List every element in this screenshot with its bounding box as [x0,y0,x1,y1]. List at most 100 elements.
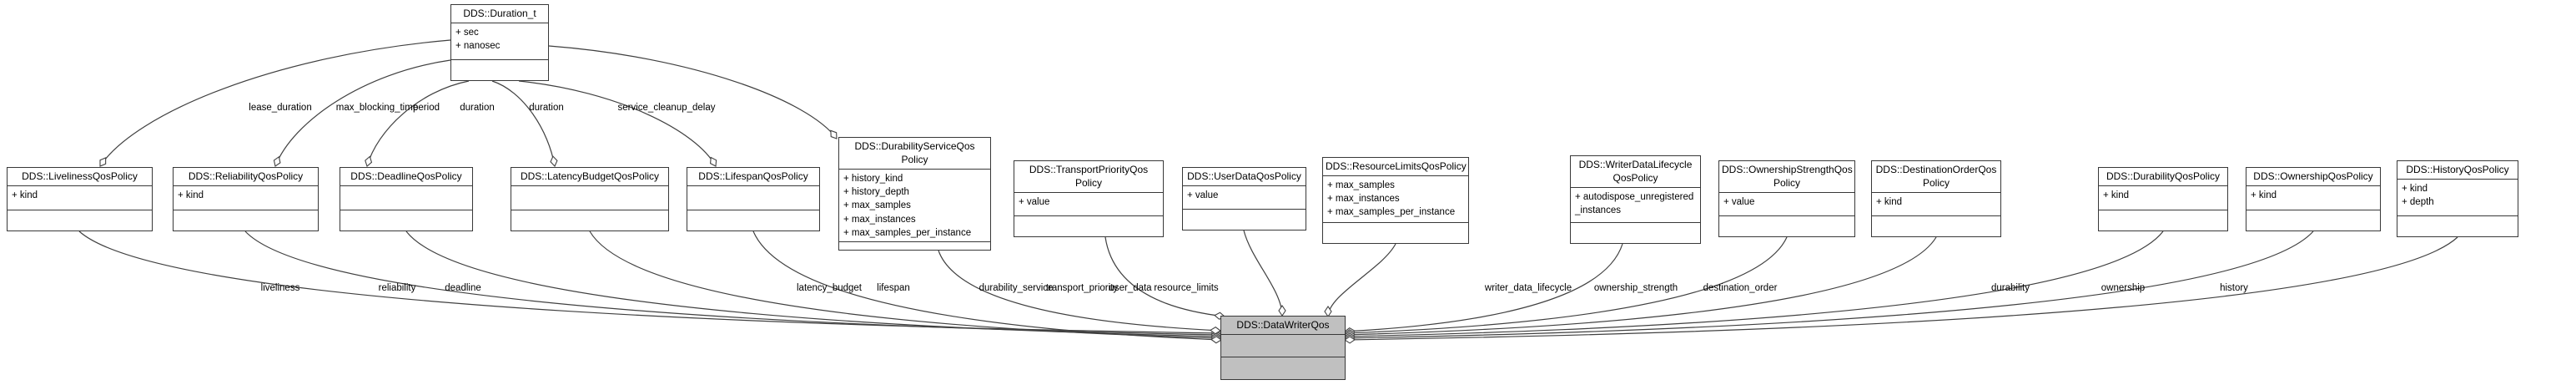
class-title: DDS::LivelinessQosPolicy [8,168,152,186]
class-operations-compartment [1872,216,2000,236]
aggregation-diamond-icon [830,129,838,139]
edge-label-period: period [413,103,440,113]
edge-transport-priority [1104,236,1225,317]
edge-label-user-data: user_data [1109,283,1152,293]
edge-label-latency-budget: latency_budget [796,283,863,293]
edge-durability [1344,230,2164,337]
edge-label-duration: duration [529,103,564,113]
edge-label-transport-priority: transport_priority [1045,283,1119,293]
class-attribute: + kind [2402,183,2428,194]
class-node-reliability-qos-policy[interactable]: DDS::ReliabilityQosPolicy+ kind [173,167,319,231]
edge-label-lifespan: lifespan [877,283,910,293]
edge-ownership-strength [1344,236,1788,334]
class-node-history-qos-policy[interactable]: DDS::HistoryQosPolicy+ kind+ depth [2397,160,2518,237]
class-attributes-compartment: + kind [2246,186,2380,210]
class-title: DDS::ReliabilityQosPolicy [174,168,318,186]
class-attribute: + max_samples [1327,180,1395,190]
class-title: DDS::ResourceLimitsQosPolicy [1323,158,1468,176]
edge-resource-limits [1327,243,1396,317]
class-node-duration-t[interactable]: DDS::Duration_t+ sec+ nanosec [450,4,549,81]
edge-label-durability: durability [1990,283,2030,293]
aggregation-diamond-icon [1210,327,1221,335]
edge-label-history: history [2220,283,2248,293]
edge-lifespan [752,230,1222,341]
aggregation-diamond-icon [99,157,107,167]
class-operations-compartment [174,210,318,230]
class-attributes-compartment: + kind+ depth [2397,180,2518,216]
class-operations-compartment [1183,210,1306,230]
class-attributes-compartment: + kind [2099,186,2227,210]
class-attributes-compartment: + max_samples+ max_instances+ max_sample… [1323,176,1468,223]
class-attributes-compartment [511,186,668,210]
class-title: DDS::LatencyBudgetQosPolicy [511,168,668,186]
edge-writer-data-lifecycle [1344,243,1623,332]
class-title: DDS::DurabilityQosPolicy [2099,168,2227,186]
class-attributes-compartment: + value [1183,186,1306,210]
edge-label-writer-data-lifecycle: writer_data_lifecycle [1484,283,1572,293]
class-title: DDS::OwnershipQosPolicy [2246,168,2380,186]
aggregation-diamond-icon [1210,336,1222,344]
class-node-liveliness-qos-policy[interactable]: DDS::LivelinessQosPolicy+ kind [7,167,153,231]
edge-label-reliability: reliability [378,283,416,293]
class-node-deadline-qos-policy[interactable]: DDS::DeadlineQosPolicy [340,167,473,231]
edge-label-deadline: deadline [445,283,481,293]
class-attribute: + kind [2251,190,2277,200]
class-title: DDS::DestinationOrderQos Policy [1872,161,2000,193]
edge-label-liveliness: liveliness [260,283,300,293]
aggregation-diamond-icon [1278,305,1286,317]
class-node-durability-qos-policy[interactable]: DDS::DurabilityQosPolicy+ kind [2098,167,2228,231]
class-node-lifespan-qos-policy[interactable]: DDS::LifespanQosPolicy [687,167,820,231]
edge-service-cleanup-delay [548,45,838,139]
edge-duration [518,80,717,167]
edge-label-service-cleanup-delay: service_cleanup_delay [617,103,716,113]
class-node-user-data-qos-policy[interactable]: DDS::UserDataQosPolicy+ value [1182,167,1306,230]
class-operations-compartment [2246,210,2380,230]
aggregation-diamond-icon [273,155,281,167]
class-node-transport-priority-qos-policy[interactable]: DDS::TransportPriorityQos Policy+ value [1014,160,1164,237]
class-attribute: + kind [178,190,204,200]
class-title: DDS::TransportPriorityQos Policy [1014,161,1163,193]
edge-durability-service [938,250,1221,332]
class-attributes-compartment: + history_kind+ history_depth+ max_sampl… [839,170,990,243]
class-node-resource-limits-qos-policy[interactable]: DDS::ResourceLimitsQosPolicy+ max_sample… [1322,157,1469,244]
class-node-ownership-strength-qos-policy[interactable]: DDS::OwnershipStrengthQos Policy+ value [1718,160,1855,237]
edge-history [1344,236,2458,341]
class-attributes-compartment [340,186,472,210]
class-attribute: + value [1019,196,1050,207]
class-node-latency-budget-qos-policy[interactable]: DDS::LatencyBudgetQosPolicy [511,167,669,231]
aggregation-diamond-icon [550,155,558,167]
class-node-destination-order-qos-policy[interactable]: DDS::DestinationOrderQos Policy+ kind [1871,160,2001,237]
class-attributes-compartment: + value [1014,193,1163,216]
edge-destination-order [1344,236,1937,336]
edge-liveliness [78,230,1222,334]
class-operations-compartment [1719,216,1854,236]
class-node-durability-service-qos-policy[interactable]: DDS::DurabilityServiceQos Policy+ histor… [838,137,991,251]
class-node-writer-data-lifecycle-qos-policy[interactable]: DDS::WriterDataLifecycle QosPolicy+ auto… [1570,155,1701,244]
class-attribute: + max_instances [1327,194,1400,205]
class-attributes-compartment: + autodispose_unregistered _instances [1571,188,1700,223]
edge-duration [491,80,556,167]
class-title: DDS::DataWriterQos [1221,317,1345,335]
class-attributes-compartment: + kind [1872,193,2000,216]
class-attribute: + history_kind [843,173,903,184]
edge-label-ownership: ownership [2101,283,2146,293]
class-operations-compartment [511,210,668,230]
edge-label-max-blocking-time: max_blocking_time [335,103,419,113]
aggregation-diamond-icon [1344,336,1356,344]
class-attribute: + value [1187,190,1219,200]
class-title: DDS::UserDataQosPolicy [1183,168,1306,186]
class-operations-compartment [451,60,548,80]
class-attributes-compartment: + kind [174,186,318,210]
class-operations-compartment [1221,357,1345,379]
class-attribute: + max_instances [843,214,916,225]
class-title: DDS::WriterDataLifecycle QosPolicy [1571,156,1700,188]
class-operations-compartment [1323,223,1468,243]
class-attribute: + value [1723,196,1755,207]
class-title: DDS::LifespanQosPolicy [687,168,819,186]
class-node-ownership-qos-policy[interactable]: DDS::OwnershipQosPolicy+ kind [2246,167,2381,231]
edge-label-lease-duration: lease_duration [249,103,312,113]
class-attributes-compartment: + value [1719,193,1854,216]
class-node-data-writer-qos[interactable]: DDS::DataWriterQos [1220,316,1346,380]
class-attribute: + max_samples_per_instance [843,227,972,238]
